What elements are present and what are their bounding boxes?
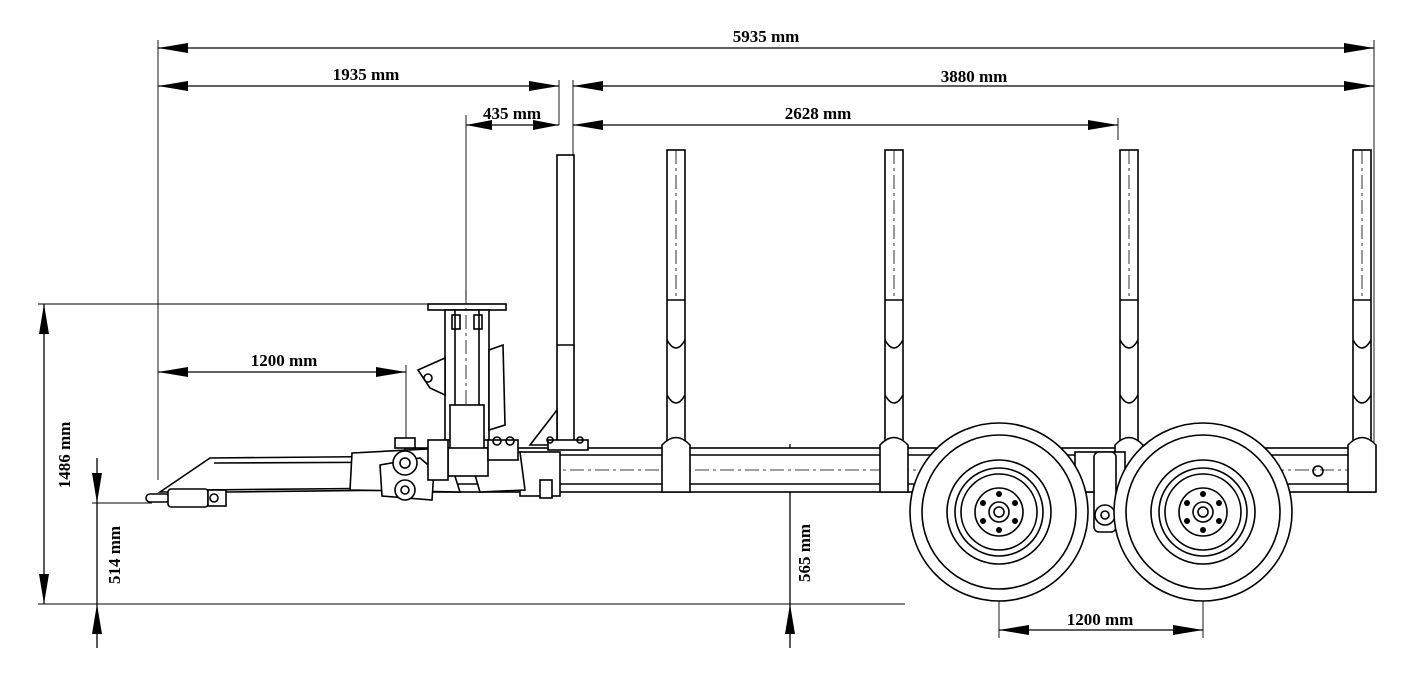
front-bulkhead-post — [528, 154, 589, 451]
stake-3 — [1114, 149, 1144, 493]
stake-1 — [661, 149, 691, 493]
label-overall-length: 5935 mm — [733, 27, 800, 46]
bogie-suspension — [1074, 451, 1126, 533]
trailer-body — [145, 149, 1377, 602]
label-crane-offset: 435 mm — [483, 104, 541, 123]
label-drawbar-length: 1200 mm — [251, 351, 318, 370]
label-axle-spacing: 1200 mm — [1067, 610, 1134, 629]
label-total-height: 1486 mm — [55, 422, 74, 489]
dimension-labels: 5935 mm 1935 mm 3880 mm 435 mm 2628 mm 1… — [55, 27, 1133, 629]
label-hitch-height: 514 mm — [105, 526, 124, 584]
label-rear-section: 3880 mm — [941, 67, 1008, 86]
wheel-rear — [1113, 422, 1293, 602]
wheel-front — [909, 422, 1089, 602]
label-frame-height: 565 mm — [795, 524, 814, 582]
stake-2 — [879, 149, 909, 493]
dimension-lines — [38, 40, 1375, 648]
label-stake-spacing: 2628 mm — [785, 104, 852, 123]
label-front-section: 1935 mm — [333, 65, 400, 84]
crane-column — [416, 290, 519, 481]
stake-4 — [1347, 149, 1377, 493]
hitch-eye — [145, 488, 227, 508]
